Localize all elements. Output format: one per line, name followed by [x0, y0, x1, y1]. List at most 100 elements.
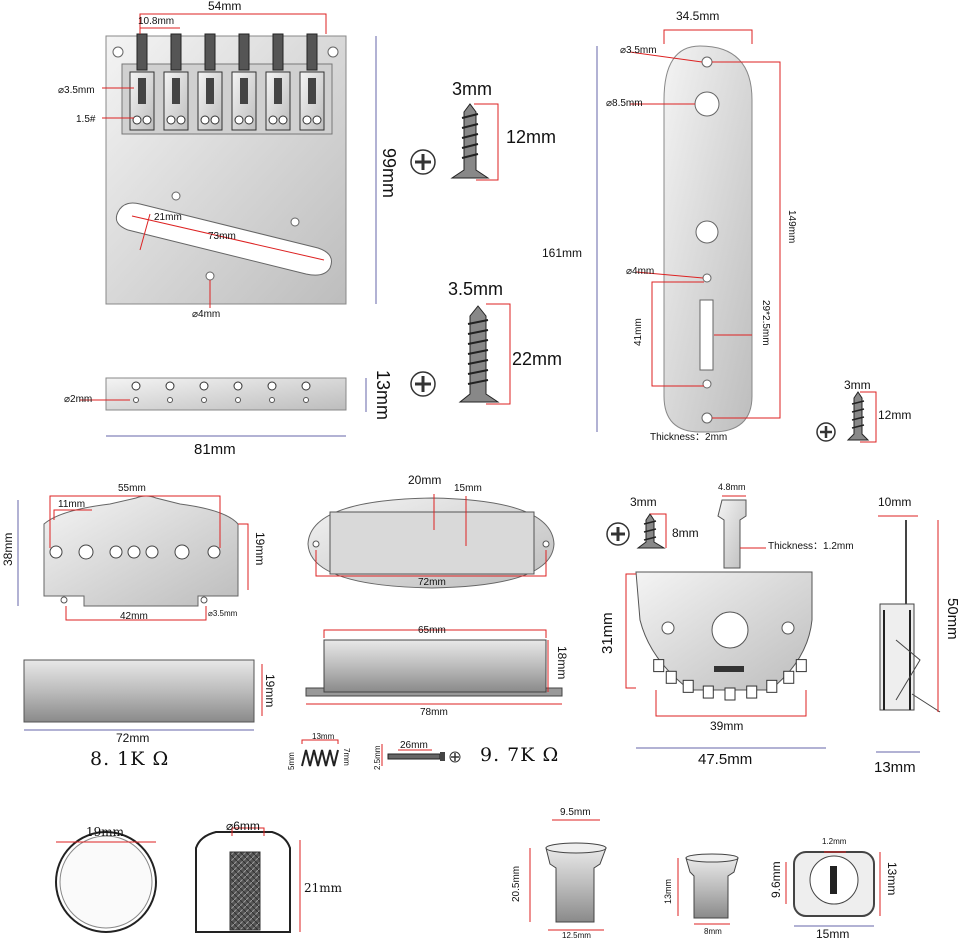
pole-piece: [174, 544, 190, 560]
np-bolt-dia: 2.5mm: [373, 745, 382, 770]
ferrule-screw-icon: [267, 381, 277, 391]
switch-lug: [766, 679, 778, 693]
tip-sq-w: 15mm: [816, 927, 850, 941]
bridge-pickup-dimension-lines: [49, 495, 249, 621]
screw-small-len: 12mm: [506, 127, 557, 147]
tip-slot: 1.2mm: [822, 837, 847, 846]
selector-switch-side: [879, 520, 941, 713]
screw-small: [450, 103, 490, 179]
ferrule-hole: ⌀2mm: [64, 394, 93, 405]
control-plate-dimension-lines: [629, 29, 781, 419]
bp-base: 42mm: [120, 611, 148, 622]
ferrule-screw-icon: [165, 381, 175, 391]
pickup-selector-switch: [635, 499, 813, 691]
square-tip-top: [793, 851, 875, 917]
bridge-pickup-poles: [49, 544, 221, 560]
sw-inner: 39mm: [710, 719, 744, 733]
saddle: [197, 33, 223, 131]
bp-side: 19mm: [253, 532, 267, 566]
pole-piece: [109, 545, 123, 559]
tip-mid-base: 8mm: [704, 927, 722, 936]
sw-side-h: 50mm: [944, 598, 960, 640]
ferrule-holes: [131, 381, 311, 403]
bridge-height: 99mm: [379, 148, 399, 199]
np-spring-dia: 5mm: [287, 752, 296, 770]
screw-large-dia: 3.5mm: [448, 279, 504, 299]
switch-lug: [653, 659, 665, 673]
sw-side-w: 10mm: [878, 495, 912, 509]
pole-piece: [127, 545, 141, 559]
sw-outer: 47.5mm: [698, 751, 753, 768]
plate-slot-size: 29*2.5mm: [760, 300, 771, 346]
screw-small-dia: 3mm: [452, 79, 492, 99]
screw-switch: [636, 513, 666, 549]
plate-pot-hole: ⌀8.5mm: [606, 98, 643, 109]
phillips-head-icon-2: [410, 371, 436, 397]
np-inner: 15mm: [454, 483, 482, 494]
plate-screw-dia: 3mm: [844, 378, 871, 392]
bp-mount-hole: ⌀3.5mm: [208, 609, 238, 618]
ferrule-screw-icon: [199, 381, 209, 391]
ferrule-screw-icon: [131, 381, 141, 391]
knob-dome-dia: 19mm: [86, 825, 125, 839]
ferrule-height: 13mm: [373, 370, 393, 421]
switch-lug: [783, 670, 795, 684]
mounting-bolt: [387, 752, 445, 761]
sw-screw-len: 8mm: [672, 526, 699, 540]
height-spring: [301, 749, 339, 767]
bridge-screw-size: 1.5#: [76, 114, 96, 125]
tip-sq-h: 9.6mm: [769, 861, 783, 898]
bridge-dimension-lines: [102, 13, 327, 308]
neck-pickup-cover: [305, 639, 563, 697]
np-top: 20mm: [408, 473, 442, 487]
bridge-saddles: [129, 33, 325, 131]
bp-cover-len: 72mm: [116, 731, 150, 745]
ferrule-screw-icon: [301, 381, 311, 391]
np-cover-h: 18mm: [555, 646, 569, 680]
ferrule-hole: [201, 397, 207, 403]
saddle: [231, 33, 257, 131]
ferrule-hole: [303, 397, 309, 403]
sw-thickness: Thickness：1.2mm: [768, 541, 854, 552]
switch-lug: [702, 685, 714, 699]
tip-tall-h: 20.5mm: [511, 865, 522, 902]
knob-shaft: ⌀6mm: [226, 819, 260, 833]
plate-slot-offset: 41mm: [633, 318, 644, 346]
switch-lug: [724, 687, 736, 701]
phillips-head-icon-1: [410, 149, 436, 175]
switch-dimension-lines: [625, 495, 807, 717]
bp-resistance: 8. 1K Ω: [90, 748, 170, 770]
bridge-saddle-gap: 10.8mm: [138, 16, 175, 27]
ferrule-hole: [269, 397, 275, 403]
saddle: [299, 33, 325, 131]
phillips-head-icon-5: [606, 522, 630, 546]
screw-large-len: 22mm: [512, 349, 563, 369]
switch-lug: [795, 659, 807, 673]
saddle: [163, 33, 189, 131]
knob-side-h: 21mm: [304, 881, 343, 895]
bridge-width: 54mm: [208, 0, 242, 13]
pole-piece: [207, 545, 221, 559]
bridge-bottom-hole: ⌀4mm: [192, 309, 221, 320]
tip-base-w: 12.5mm: [562, 931, 591, 940]
sw-height: 31mm: [599, 612, 616, 654]
switch-lug: [665, 670, 677, 684]
knob-side: [195, 831, 291, 933]
screw-plate: [846, 391, 870, 441]
plate-total-length: 161mm: [542, 246, 583, 260]
bridge-slot-length: 73mm: [208, 231, 236, 242]
np-spring-alt: 7mm: [342, 748, 351, 766]
plate-screw-len: 12mm: [878, 408, 912, 422]
string-ferrule-strip: [105, 377, 347, 411]
barrel-tip-short: [685, 853, 739, 919]
sw-screw-dia: 3mm: [630, 495, 657, 509]
dome-knob: [55, 831, 157, 933]
pole-piece: [145, 545, 159, 559]
tip-mid-h: 13mm: [663, 878, 673, 904]
bridge-slot-width: 21mm: [154, 212, 182, 223]
ferrule-hole: [133, 397, 139, 403]
saddle: [265, 33, 291, 131]
bp-height: 38mm: [1, 532, 15, 566]
barrel-tip-tall: [545, 842, 607, 923]
